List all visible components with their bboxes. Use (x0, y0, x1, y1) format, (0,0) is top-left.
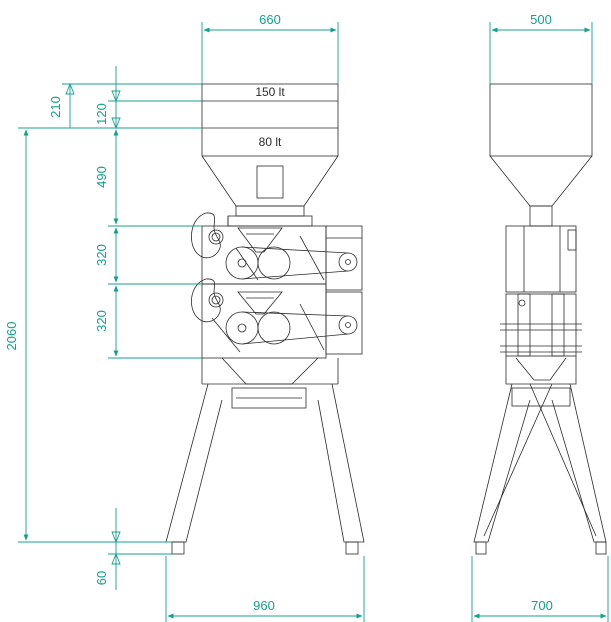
front-view: 150 lt 80 lt (165, 83, 365, 555)
dim-490: 490 (94, 166, 109, 188)
dim-660: 660 (259, 12, 281, 27)
dim-210: 210 (48, 96, 63, 118)
dim-120: 120 (94, 103, 109, 125)
front-hopper (201, 83, 339, 227)
dim-320-upper: 320 (94, 244, 109, 266)
dim-320-lower: 320 (94, 310, 109, 332)
front-lower-roller-section (191, 278, 363, 359)
hopper-150-label: 150 lt (255, 85, 285, 99)
front-upper-roller-section (191, 212, 363, 291)
front-legs (165, 383, 365, 555)
dim-2060: 2060 (4, 322, 19, 351)
hopper-80-label: 80 lt (259, 135, 282, 149)
dim-500: 500 (530, 12, 552, 27)
dim-700: 700 (531, 598, 553, 613)
dim-960: 960 (253, 598, 275, 613)
dimensions: 660 500 210 120 2060 490 320 (4, 12, 609, 622)
dim-60: 60 (94, 571, 109, 585)
front-discharge-frame (201, 357, 339, 409)
side-view (473, 83, 607, 555)
